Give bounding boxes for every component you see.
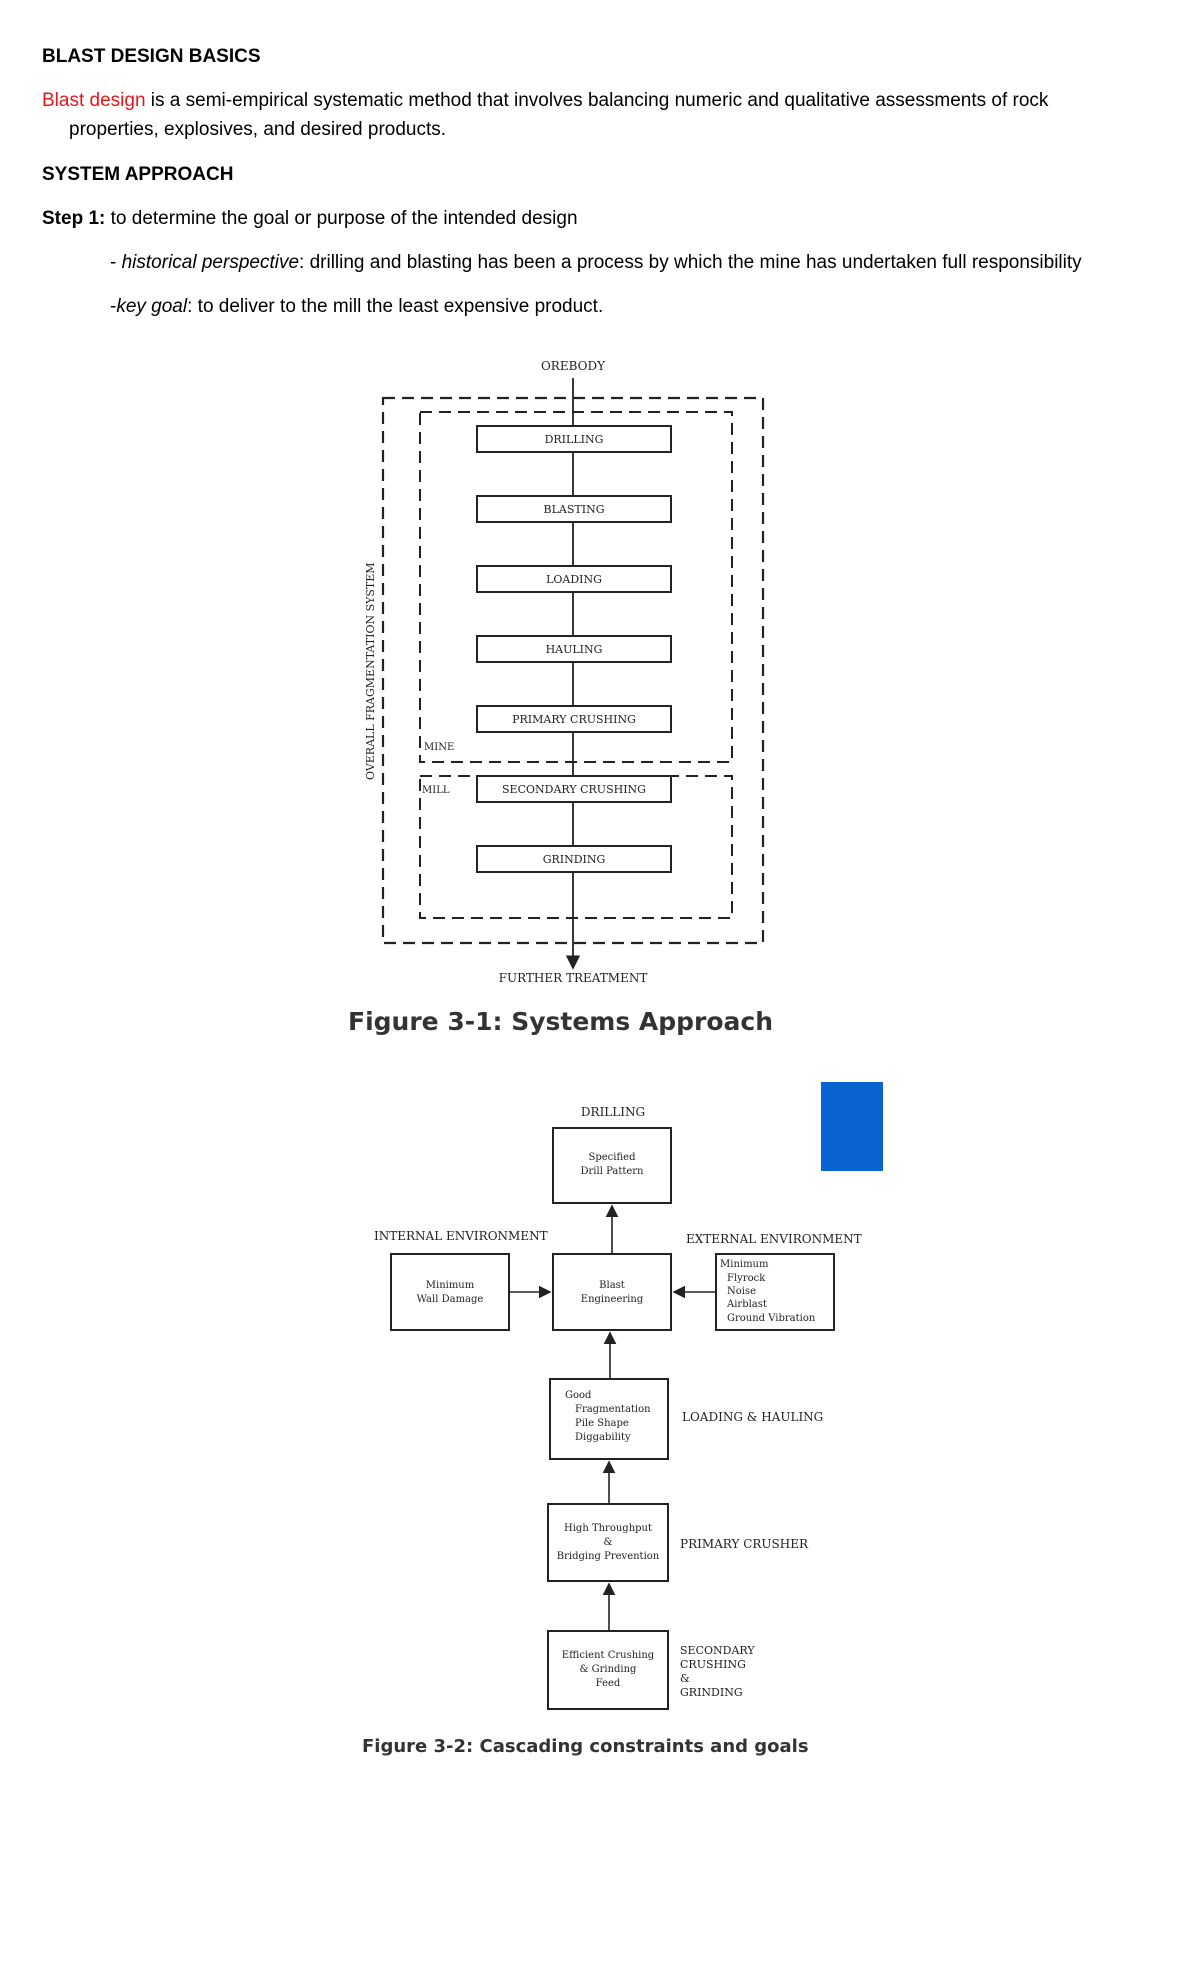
- fig1-side-label: OVERALL FRAGMENTATION SYSTEM: [364, 562, 377, 780]
- fig1-step-box: [476, 775, 672, 803]
- fig2-primary-box: [547, 1503, 669, 1582]
- highlight-term: Blast design: [42, 90, 146, 111]
- fig1-step-box: [476, 425, 672, 453]
- fig2-loading-line3: Pile Shape: [575, 1418, 629, 1429]
- fig2-secondary-label3: &: [680, 1672, 690, 1685]
- fig2-primary-line3: Bridging Prevention: [557, 1551, 660, 1562]
- step-1-label: Step 1:: [42, 208, 106, 229]
- fig2-loading-label: LOADING & HAULING: [682, 1410, 823, 1424]
- fig1-step-box: [476, 845, 672, 873]
- fig2-external-line3: Noise: [727, 1286, 756, 1297]
- fig2-loading-line1: Good: [565, 1390, 592, 1401]
- bullet-text: : drilling and blasting has been a proce…: [299, 252, 1082, 273]
- figure-cascading-constraints: DRILLING Specified Drill Pattern INTERNA…: [374, 1105, 862, 1710]
- fig2-secondary-label2: CRUSHING: [680, 1658, 746, 1671]
- fig1-bottom-label: FURTHER TREATMENT: [499, 971, 648, 985]
- section-heading: SYSTEM APPROACH: [42, 164, 234, 185]
- fig2-external-line5: Ground Vibration: [727, 1313, 816, 1324]
- fig2-external-line1: Minimum: [720, 1259, 769, 1270]
- fig2-drill-line1: Specified: [589, 1152, 637, 1163]
- fig1-step-label: BLASTING: [544, 503, 605, 516]
- fig1-step-label: SECONDARY CRUSHING: [502, 783, 646, 796]
- fig2-secondary-line2: & Grinding: [580, 1664, 638, 1675]
- fig2-internal-box: [390, 1253, 510, 1331]
- fig2-blast-line1: Blast: [599, 1280, 625, 1291]
- fig2-secondary-box: [547, 1630, 669, 1710]
- intro-text-line2: properties, explosives, and desired prod…: [69, 119, 447, 140]
- fig2-loading-box: [549, 1378, 669, 1460]
- fig1-step-box: [476, 565, 672, 593]
- fig2-external-line4: Airblast: [726, 1299, 767, 1310]
- fig2-primary-line1: High Throughput: [564, 1523, 652, 1534]
- fig2-secondary-label4: GRINDING: [680, 1686, 743, 1699]
- fig2-external-box: [715, 1253, 835, 1331]
- fig2-internal-line1: Minimum: [426, 1280, 475, 1291]
- blue-block: [821, 1082, 883, 1171]
- intro-paragraph: Blast design is a semi-empirical systema…: [42, 86, 1164, 144]
- fig1-step-label: GRINDING: [543, 853, 606, 866]
- fig2-drill-box: [552, 1127, 672, 1204]
- fig2-drill-line2: Drill Pattern: [581, 1166, 645, 1177]
- fig2-primary-label: PRIMARY CRUSHER: [680, 1537, 809, 1551]
- fig1-step-label: HAULING: [546, 643, 603, 656]
- fig1-step-box: [476, 705, 672, 733]
- bullet-term: historical perspective: [121, 252, 300, 273]
- fig2-drilling-label: DRILLING: [581, 1105, 645, 1119]
- figure-2-caption: Figure 3-2: Cascading constraints and go…: [362, 1736, 809, 1757]
- step-1: Step 1: to determine the goal or purpose…: [42, 204, 578, 233]
- figure-1-caption: Figure 3-1: Systems Approach: [348, 1007, 773, 1036]
- fig2-external-line2: Flyrock: [727, 1273, 766, 1284]
- fig2-internal-line2: Wall Damage: [417, 1294, 484, 1305]
- fig2-internal-label: INTERNAL ENVIRONMENT: [374, 1229, 548, 1243]
- bullet-prefix: -: [110, 296, 117, 317]
- fig1-step-box: [476, 495, 672, 523]
- fig1-top-label: OREBODY: [541, 359, 606, 373]
- fig1-mine-frame: [419, 411, 733, 763]
- bullet-prefix: -: [110, 252, 122, 273]
- fig2-blast-line2: Engineering: [581, 1294, 644, 1305]
- fig1-mill-label: MILL: [422, 785, 450, 796]
- fig2-loading-line4: Diggability: [575, 1432, 631, 1443]
- bullet-text: : to deliver to the mill the least expen…: [187, 296, 604, 317]
- bullet-term: key goal: [116, 296, 188, 317]
- fig2-primary-line2: &: [604, 1537, 613, 1548]
- fig1-step-label: PRIMARY CRUSHING: [512, 713, 636, 726]
- bullet-key-goal: -key goal: to deliver to the mill the le…: [110, 292, 603, 321]
- fig1-mine-label: MINE: [424, 742, 454, 753]
- fig2-loading-line2: Fragmentation: [575, 1404, 651, 1415]
- bullet-historical: - historical perspective: drilling and b…: [110, 248, 1082, 277]
- fig2-secondary-line3: Feed: [596, 1678, 621, 1689]
- fig1-step-label: DRILLING: [545, 433, 604, 446]
- fig2-secondary-label1: SECONDARY: [680, 1644, 755, 1657]
- fig2-blast-box: [552, 1253, 672, 1331]
- fig1-step-label: LOADING: [546, 573, 602, 586]
- fig1-step-box: [476, 635, 672, 663]
- intro-text-line1: is a semi-empirical systematic method th…: [145, 90, 1049, 111]
- fig2-external-label: EXTERNAL ENVIRONMENT: [686, 1232, 862, 1246]
- fig2-secondary-line1: Efficient Crushing: [562, 1650, 655, 1661]
- document-heading: BLAST DESIGN BASICS: [42, 46, 261, 67]
- step-1-text: to determine the goal or purpose of the …: [105, 208, 578, 229]
